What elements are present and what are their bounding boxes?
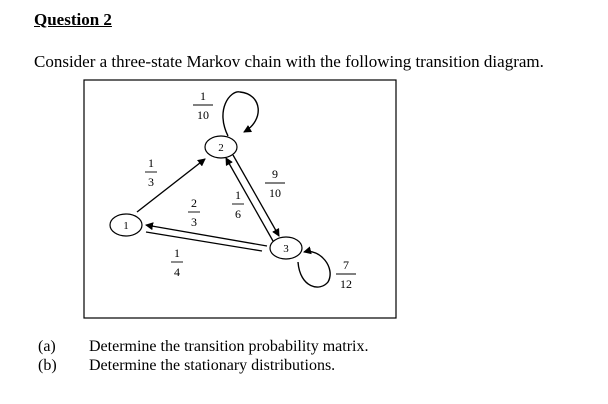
self-loop-2	[222, 91, 259, 137]
fraction-p33: 7 12	[336, 258, 356, 291]
state-label-3: 3	[283, 243, 289, 255]
question-intro: Consider a three-state Markov chain with…	[34, 52, 544, 71]
fraction-p32: 1 6	[232, 188, 244, 221]
fraction-p31: 1 4	[171, 246, 183, 279]
diagram-frame	[83, 79, 397, 319]
state-label-2: 2	[218, 142, 224, 154]
part-a-text: Determine the transition probability mat…	[89, 338, 369, 355]
edge-3-to-1	[145, 222, 268, 247]
self-loop-3	[297, 246, 331, 288]
edge-1-to-2	[136, 158, 206, 213]
fraction-denominator: 3	[191, 215, 197, 229]
fraction-p12: 1 3	[145, 156, 157, 189]
fraction-numerator: 1	[148, 156, 154, 170]
question-heading: Question 2	[34, 10, 112, 29]
part-a-tag: (a)	[38, 338, 56, 355]
state-label-1: 1	[123, 220, 129, 232]
fraction-p23: 9 10	[265, 167, 285, 200]
fraction-numerator: 1	[235, 188, 241, 202]
edge-2-to-3	[232, 154, 280, 237]
fraction-p21: 2 3	[188, 196, 200, 229]
fraction-denominator: 12	[340, 277, 352, 291]
fraction-numerator: 9	[272, 167, 278, 181]
fraction-numerator: 2	[191, 196, 197, 210]
fraction-numerator: 1	[174, 246, 180, 260]
fraction-denominator: 6	[235, 207, 241, 221]
fraction-denominator: 3	[148, 175, 154, 189]
fraction-numerator: 7	[343, 258, 349, 272]
fraction-denominator: 10	[269, 186, 281, 200]
part-b-tag: (b)	[38, 357, 57, 374]
state-node-1: 1	[109, 213, 143, 237]
fraction-denominator: 4	[174, 265, 180, 279]
fraction-denominator: 10	[197, 108, 209, 122]
fraction-p22: 1 10	[193, 89, 213, 122]
part-b-text: Determine the stationary distributions.	[89, 357, 336, 374]
edge-1-to-3	[145, 231, 263, 252]
state-node-3: 3	[269, 236, 303, 260]
fraction-numerator: 1	[200, 89, 206, 103]
state-node-2: 2	[204, 135, 238, 159]
edge-3-to-2	[225, 157, 274, 242]
